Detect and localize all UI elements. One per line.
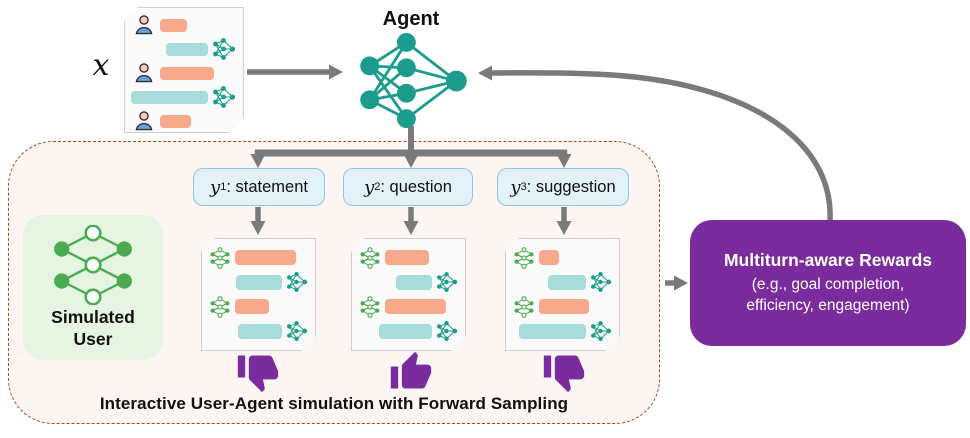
user-net-icon [513,247,535,269]
user-net-icon [359,247,381,269]
dialog-document-3 [505,238,620,351]
chat-bubble-salmon [160,67,214,80]
chat-bubble-salmon [235,299,269,314]
chat-bubble-teal [166,43,208,56]
chat-row [359,296,458,318]
agent-net-icon [590,271,612,293]
chat-row [132,13,236,37]
agent-net-icon [212,37,236,61]
chat-bubble-salmon [539,299,589,314]
chat-row [513,247,612,269]
rewards-box: Multiturn-aware Rewards (e.g., goal comp… [690,220,966,346]
agent-net-icon [590,320,612,342]
chat-row [209,320,308,342]
simulated-user-card: Simulated User [23,215,163,360]
chat-bubble-salmon [160,19,187,32]
chat-row [359,247,458,269]
chat-row [132,85,236,109]
simulation-box-caption: Interactive User-Agent simulation with F… [99,394,569,413]
user-net-icon [359,296,381,318]
user-network-icon [54,225,132,305]
chat-row [513,271,612,293]
y2-var: y [364,176,375,198]
chat-bubble-teal [396,275,432,290]
chat-row [132,109,236,133]
y3-var: y [510,176,521,198]
y1-var: y [210,176,221,198]
chat-bubble-salmon [385,250,429,265]
thumbs-up-icon [389,350,433,394]
agent-network-icon [360,32,467,129]
agent-net-icon [286,271,308,293]
chat-bubble-teal [236,275,282,290]
rewards-line2: (e.g., goal completion, [751,275,905,293]
chat-row [209,296,308,318]
person-icon [132,109,156,133]
simulated-user-label: Simulated User [51,307,135,349]
person-icon [132,13,156,37]
chat-bubble-salmon [235,250,296,265]
agent-net-icon [286,320,308,342]
agent-net-icon [212,85,236,109]
chat-row [132,61,236,85]
chat-row [513,320,612,342]
agent-label: Agent [382,8,440,30]
dialog-document-1 [201,238,316,351]
chat-bubble-teal [519,324,586,339]
chat-row [132,37,236,61]
chat-row [513,296,612,318]
chat-bubble-teal [379,324,432,339]
agent-net-icon [436,271,458,293]
rewards-title: Multiturn-aware Rewards [723,249,933,270]
thumbs-down-icon [236,350,280,394]
user-net-icon [513,296,535,318]
chat-row [359,271,458,293]
chat-bubble-salmon [539,250,559,265]
chat-bubble-teal [238,324,282,339]
dialog-document-2 [351,238,466,351]
rewards-line3: efficiency, engagement) [746,297,910,314]
chat-row [359,320,458,342]
chat-bubble-teal [131,91,208,104]
agent-net-icon [436,320,458,342]
chat-bubble-teal [548,275,586,290]
input-conversation-document [124,7,244,133]
y2-label: : question [380,177,452,196]
y1-label: : statement [226,177,308,196]
y3-label: : suggestion [526,177,616,196]
chat-bubble-salmon [160,115,191,128]
chat-row [209,271,308,293]
chat-row [209,247,308,269]
input-variable-label: x [92,48,110,83]
person-icon [132,61,156,85]
thumbs-down-icon [542,350,586,394]
user-net-icon [209,296,231,318]
chat-bubble-salmon [385,299,446,314]
user-net-icon [209,247,231,269]
